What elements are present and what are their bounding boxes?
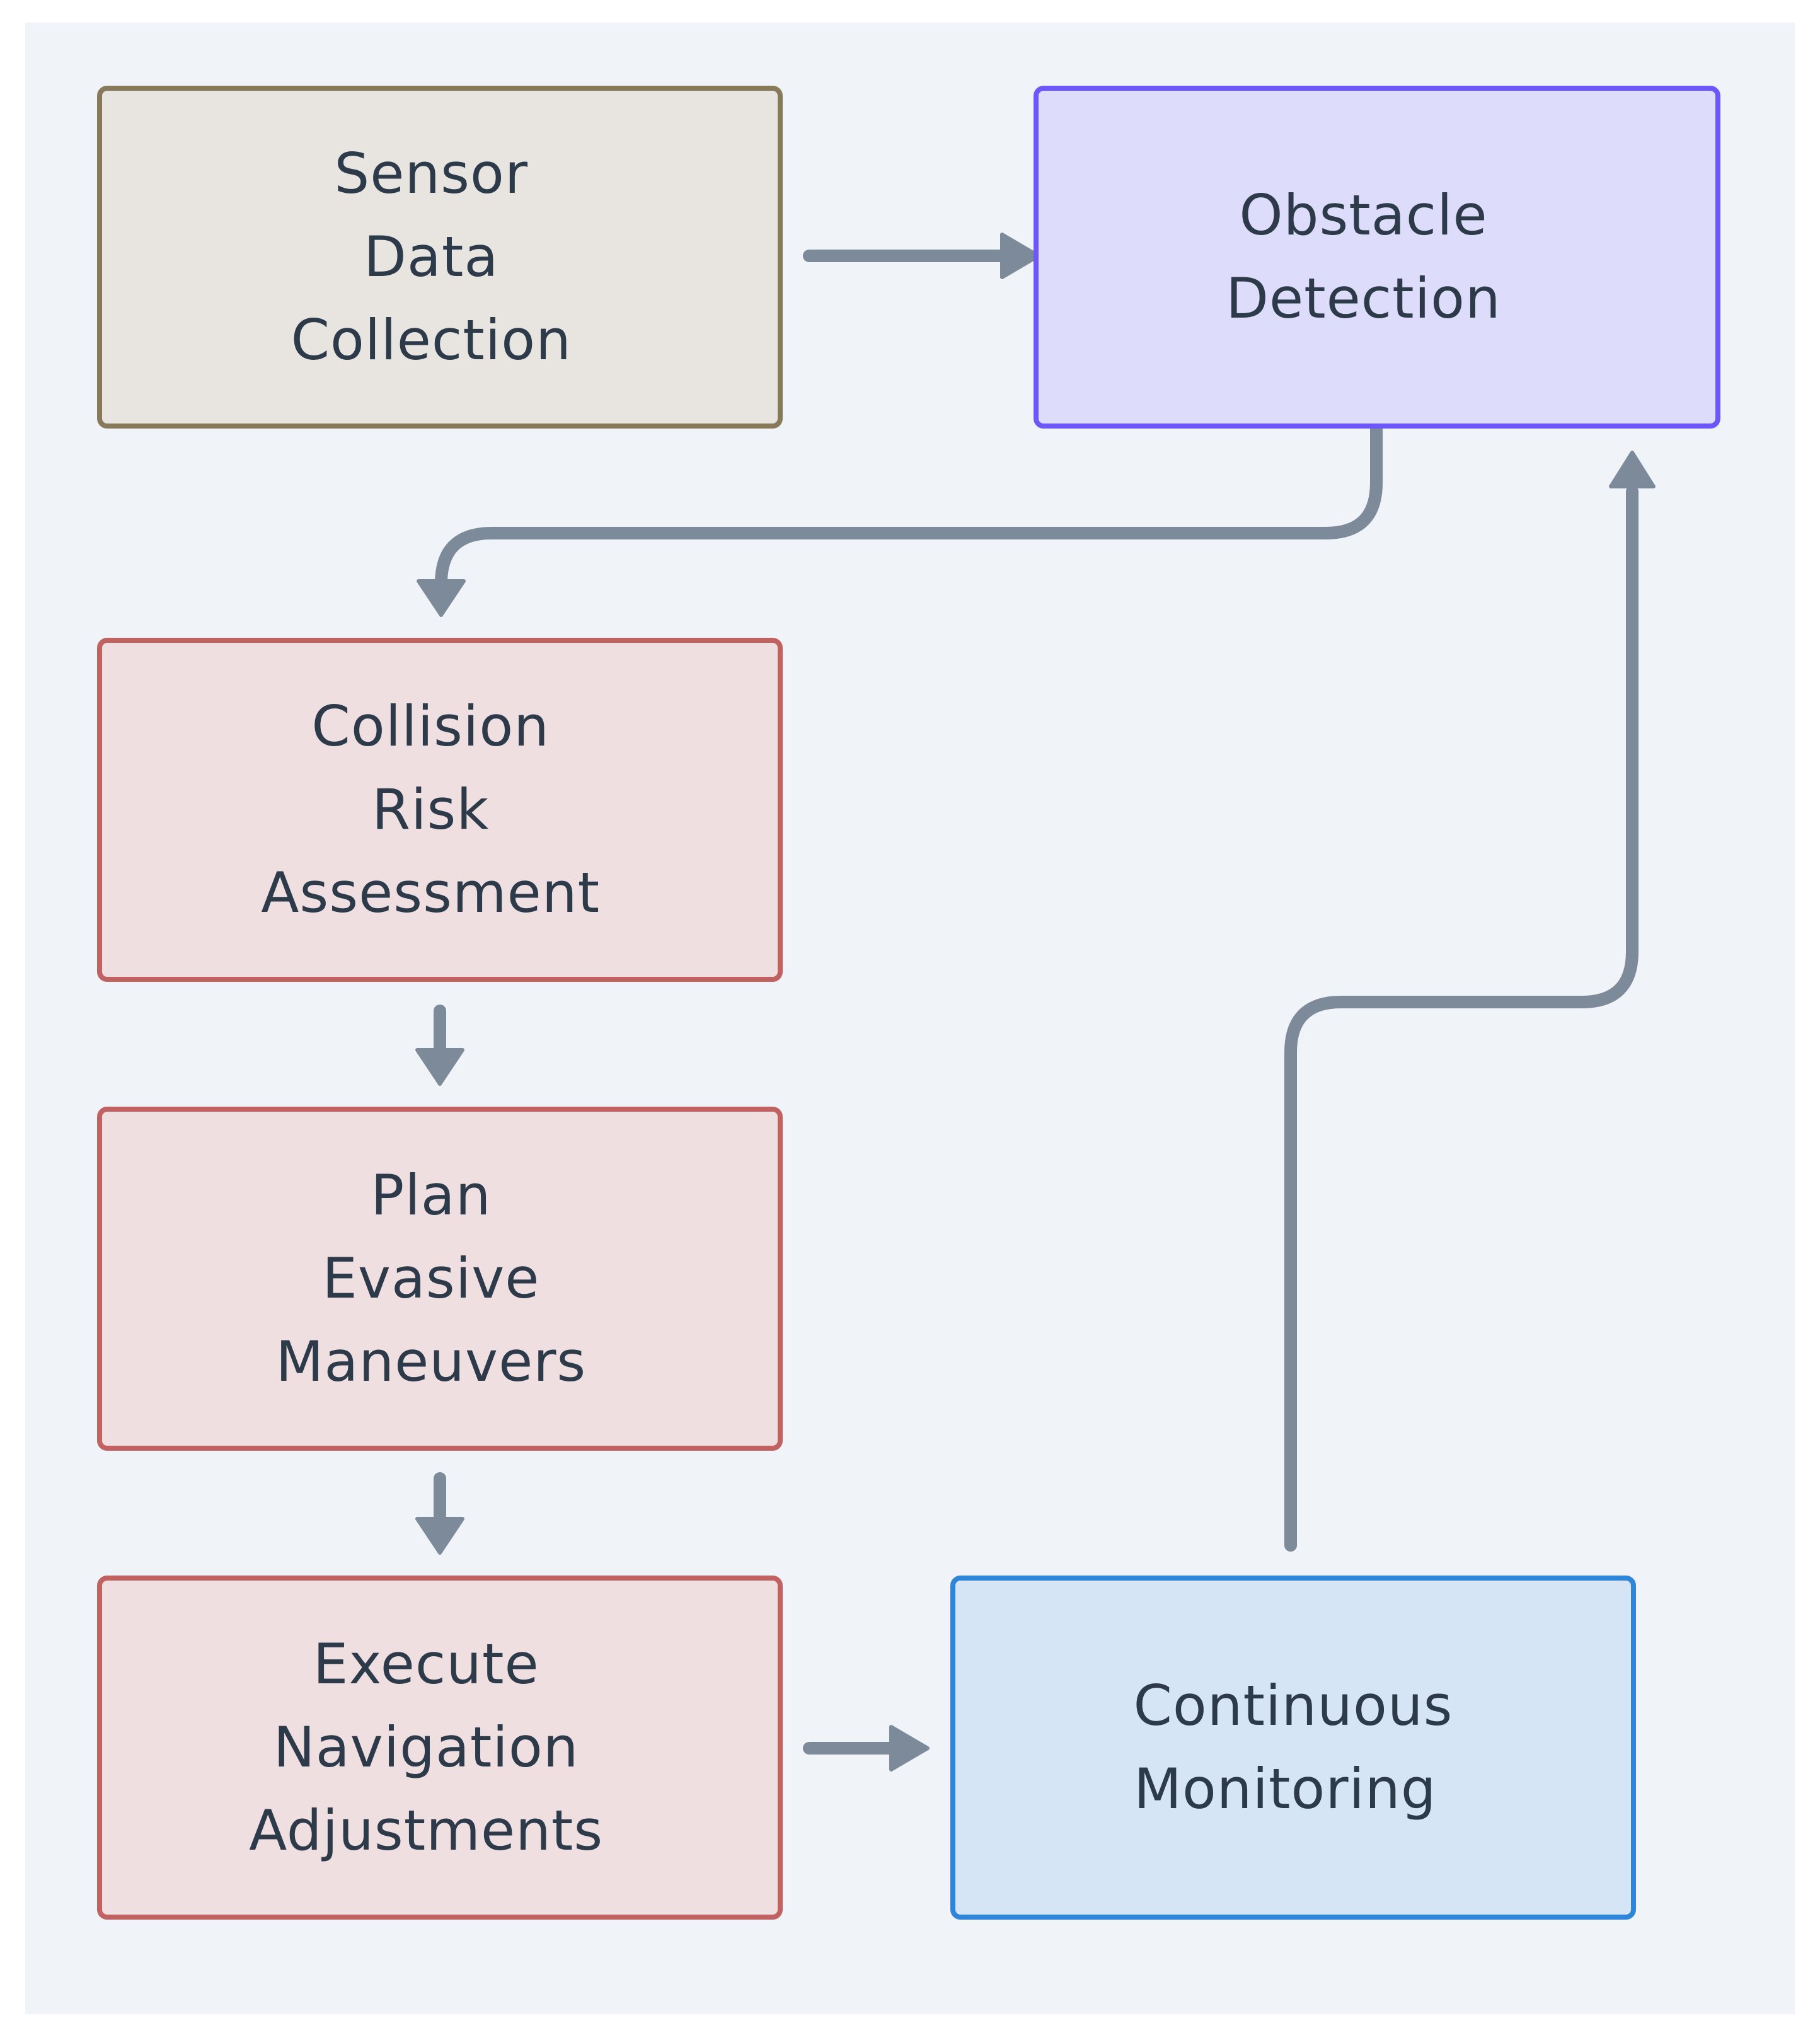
node-label-line: Plan Evasive [322,1163,540,1311]
arrowhead-collision-top [417,579,466,617]
node-plan-evasive-maneuvers: Plan Evasive Maneuvers [97,1107,783,1451]
node-label-line: Monitoring [1134,1756,1437,1821]
node-label-line: Collision Risk [311,694,550,842]
node-label-line: Obstacle Detection [1226,183,1501,331]
node-continuous-monitoring: Continuous Monitoring [950,1576,1636,1920]
arrowhead-obstacle-bottom [1609,451,1656,488]
node-execute-navigation-adjustments: Execute Navigation Adjustments [97,1576,783,1920]
arrowhead-execute-top [415,1517,464,1555]
node-collision-risk-assessment: Collision Risk Assessment [97,638,783,982]
node-label-line: Continuous [1133,1673,1453,1738]
node-label-line: Execute Navigation [273,1632,579,1780]
node-label-line: Assessment [261,860,601,925]
arrowhead-obstacle-left [1000,233,1040,279]
node-label-line: Collection [291,308,572,372]
node-label-line: Adjustments [249,1798,604,1863]
node-label-line: Maneuvers [275,1329,587,1394]
node-label-line: Sensor Data [334,141,529,289]
edge-obstacle-to-collision [435,422,1383,596]
node-sensor-data-collection: Sensor Data Collection [97,86,783,429]
arrowhead-monitor-left [889,1725,930,1772]
node-obstacle-detection: Obstacle Detection [1034,86,1720,429]
arrowhead-plan-top [415,1048,464,1086]
edge-monitor-to-obstacle [1284,485,1639,1552]
